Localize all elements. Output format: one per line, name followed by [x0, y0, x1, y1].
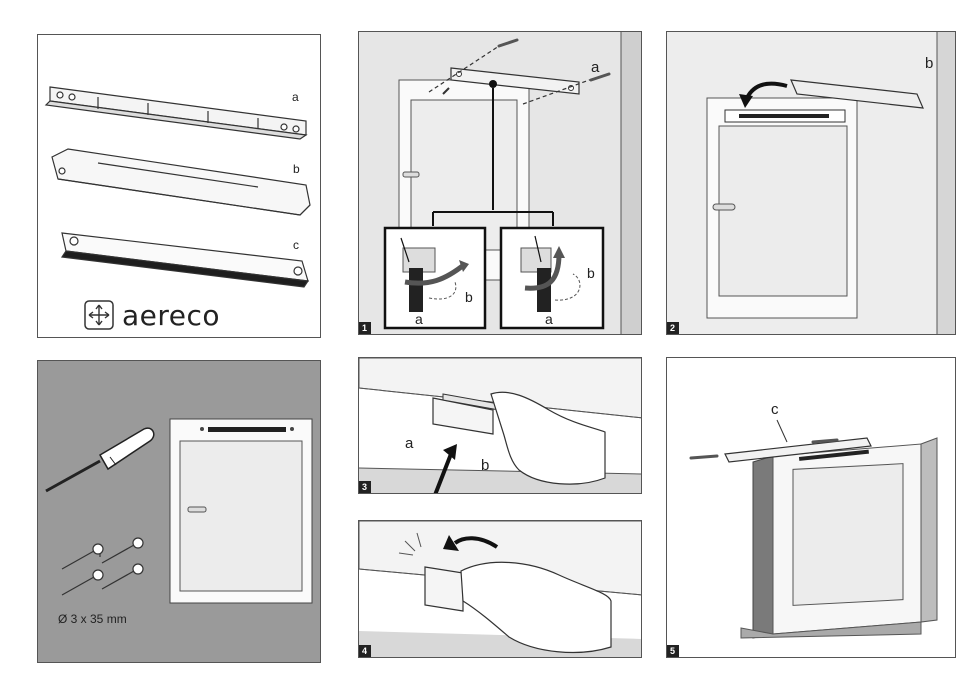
part-c-label: c — [293, 238, 299, 252]
detail-left-a: a — [415, 311, 423, 327]
step-number: 1 — [359, 322, 371, 334]
screws-icon — [61, 537, 144, 596]
step-1-illustration: a b a b a — [359, 32, 641, 334]
step-number: 2 — [667, 322, 679, 334]
label-b: b — [481, 457, 489, 474]
step-3-panel: a b 3 — [358, 357, 642, 494]
part-b-hood — [51, 148, 311, 216]
detail-right-b: b — [587, 265, 595, 281]
brand-wordmark: aereco — [122, 298, 221, 332]
detail-left-b: b — [465, 289, 473, 305]
tools-panel — [37, 360, 321, 663]
part-c-unit — [60, 232, 310, 288]
screw-icon — [811, 438, 839, 444]
screw-icon — [589, 72, 611, 82]
step-4-illustration — [359, 521, 641, 657]
hood-b — [790, 79, 924, 109]
screw-guide-right — [522, 77, 596, 105]
parts-panel: a b c — [37, 34, 321, 338]
parts-illustration: a b c — [44, 86, 311, 288]
up-arrow-icon — [433, 453, 453, 493]
step-1-panel: a b a b a 1 — [358, 31, 642, 335]
unit-c — [724, 437, 872, 463]
aereco-logo: aereco — [84, 298, 220, 332]
hand-icon — [490, 391, 606, 485]
detail-right-a: a — [545, 311, 553, 327]
step-2-panel: b 2 — [666, 31, 956, 335]
screw-icon — [689, 454, 719, 460]
screw-icon — [497, 38, 519, 48]
label-a: a — [405, 435, 414, 452]
step-5-panel: c 5 — [666, 357, 956, 658]
window-preview — [169, 418, 313, 604]
part-a-label: a — [292, 90, 299, 104]
step-number: 5 — [667, 645, 679, 657]
screwdriver-icon — [45, 427, 155, 493]
hand-icon — [460, 561, 612, 654]
label-c: c — [771, 401, 779, 418]
part-a-plate — [44, 86, 308, 140]
step-2-illustration: b — [667, 32, 955, 334]
screw-spec: Ø 3 x 35 mm — [58, 612, 127, 626]
curved-arrow-icon — [745, 81, 788, 99]
rotate-arrow-icon — [453, 536, 499, 549]
step-4-panel: 4 — [358, 520, 642, 658]
plate-a-label: a — [591, 59, 600, 76]
aereco-logo-icon — [84, 300, 114, 330]
step-3-illustration: a b — [359, 358, 641, 493]
unit-rotated — [424, 566, 464, 612]
detail-right: b a — [499, 226, 605, 330]
tools-illustration — [45, 418, 313, 604]
part-b-label: b — [293, 162, 300, 176]
detail-left: b a — [383, 226, 487, 330]
step-number: 3 — [359, 481, 371, 493]
step-5-illustration: c — [689, 401, 938, 639]
step-number: 4 — [359, 645, 371, 657]
hood-b-label: b — [925, 55, 933, 72]
